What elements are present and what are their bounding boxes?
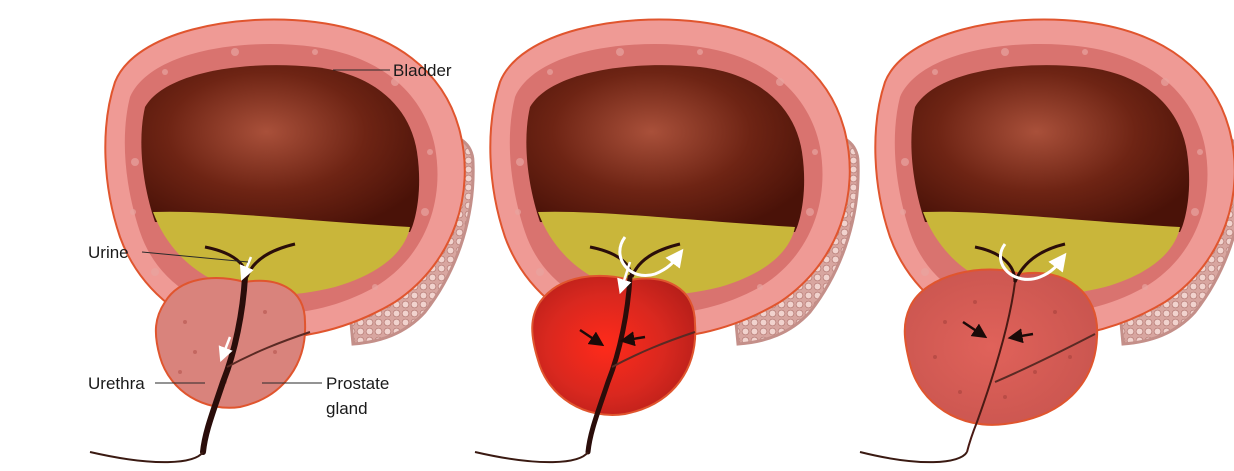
prostate-label: Prostate (326, 374, 389, 393)
gland-label: gland (326, 399, 368, 418)
urethra-label: Urethra (88, 374, 145, 393)
prostate-gland-normal (156, 278, 305, 408)
prostate-gland-inflamed (532, 276, 695, 415)
bladder-label: Bladder (393, 61, 452, 80)
urine-label: Urine (88, 243, 129, 262)
panel-inflamed (475, 20, 858, 463)
panel-enlarged (860, 20, 1234, 463)
panel-normal (90, 20, 473, 463)
